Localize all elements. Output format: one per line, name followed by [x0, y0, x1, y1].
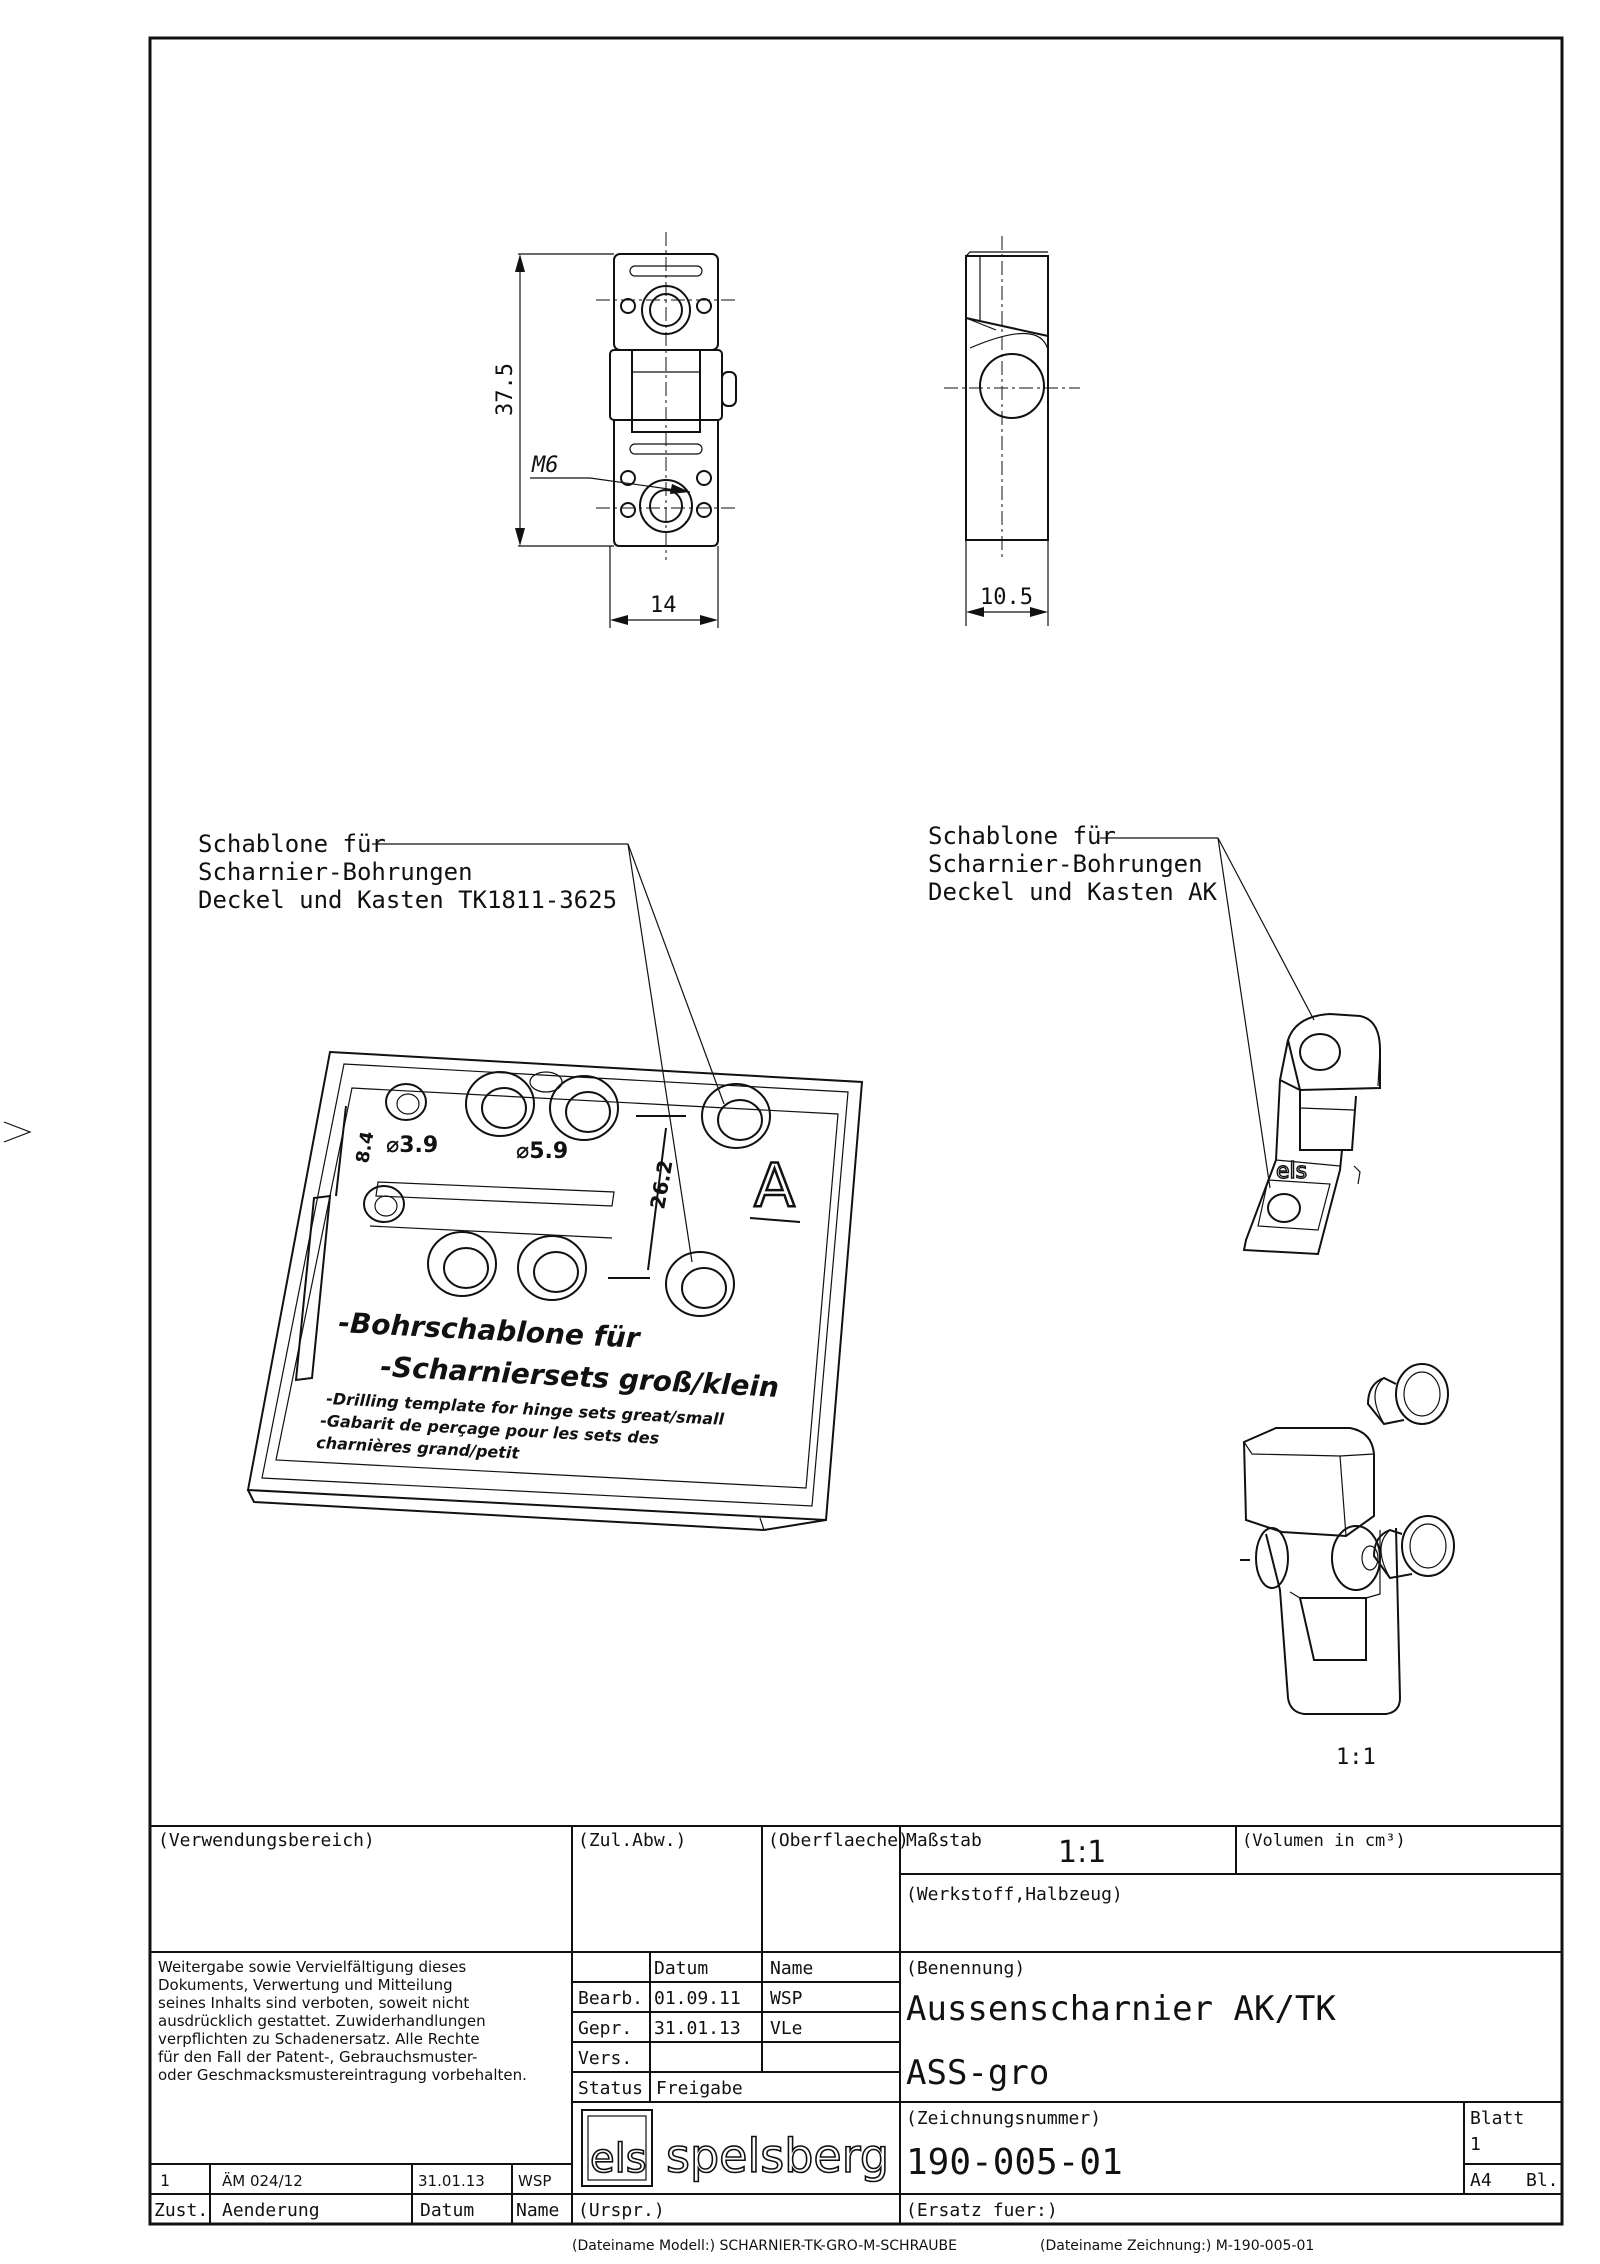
callout-left-line3: Deckel und Kasten TK1811-3625	[198, 886, 617, 914]
tb-rev-change: ÄM 024/12	[222, 2171, 303, 2190]
template-mark-short: 8.4	[352, 1130, 378, 1165]
template-text-line1: -Bohrschablone für	[338, 1306, 643, 1355]
footer-zeichnung: (Dateiname Zeichnung:) M-190-005-01	[1040, 2238, 1314, 2254]
drilling-template-iso: A	[246, 1050, 864, 1532]
template-letter: A	[754, 1151, 795, 1221]
tb-bearb-date: 01.09.11	[654, 1988, 741, 2009]
hinge-front-view	[596, 232, 737, 560]
tb-verwendungsbereich: (Verwendungsbereich)	[158, 1830, 375, 1851]
tb-col-datum: Datum	[654, 1958, 708, 1979]
company-logo-text: els	[590, 2136, 647, 2182]
tb-bearb-name: WSP	[770, 1988, 803, 2009]
tb-oberflaeche: (Oberflaeche)	[768, 1830, 909, 1851]
template-mark-d2: ⌀5.9	[516, 1139, 568, 1164]
callout-right-line2: Scharnier-Bohrungen	[928, 850, 1203, 878]
tb-massstab-label: Maßstab	[906, 1830, 982, 1851]
tb-name: Name	[516, 2200, 559, 2221]
tb-col-name: Name	[770, 1958, 813, 1979]
tb-title-line2: ASS-gro	[906, 2053, 1049, 2093]
dimension-thread-value: M6	[531, 453, 559, 478]
tb-format: A4	[1470, 2170, 1492, 2191]
title-block	[150, 1825, 1562, 2224]
tb-status-value: Freigabe	[656, 2078, 743, 2099]
hinge-side-view	[944, 236, 1080, 560]
dimension-depth-value: 10.5	[980, 585, 1033, 610]
footer-modell: (Dateiname Modell:) SCHARNIER-TK-GRO-M-S…	[572, 2238, 957, 2254]
tb-notice-line2: Dokuments, Verwertung und Mitteilung	[158, 1976, 453, 1994]
dimension-height-value: 37.5	[493, 363, 518, 416]
template-mark-d1: ⌀3.9	[386, 1133, 438, 1158]
dimension-width-value: 14	[650, 593, 677, 618]
tb-gepr-date: 31.01.13	[654, 2018, 741, 2039]
tb-notice-line3: seines Inhalts sind verboten, soweit nic…	[158, 1994, 469, 2012]
callout-right-line3: Deckel und Kasten AK	[928, 878, 1218, 906]
tb-notice-line1: Weitergabe sowie Vervielfältigung dieses	[158, 1958, 466, 1976]
tb-notice-line7: oder Geschmacksmustereintragung vorbehal…	[158, 2066, 527, 2084]
tb-rev-name: WSP	[518, 2172, 551, 2190]
dimension-depth	[965, 540, 1049, 626]
tb-notice-line4: ausdrücklich gestattet. Zuwiderhandlunge…	[158, 2012, 486, 2030]
company-name: spelsberg	[666, 2129, 889, 2183]
tb-vers-label: Vers.	[578, 2048, 632, 2069]
tb-rev-index: 1	[160, 2171, 170, 2190]
tb-benennung-label: (Benennung)	[906, 1958, 1025, 1979]
tb-gepr-label: Gepr.	[578, 2018, 632, 2039]
template-mark-dist: 26.2	[645, 1158, 677, 1211]
dimension-thread-leader	[530, 477, 691, 494]
tb-rev-date: 31.01.13	[418, 2172, 485, 2190]
tb-zul-abw: (Zul.Abw.)	[578, 1830, 686, 1851]
hinge-iso-view	[1240, 1363, 1455, 1715]
tb-blatt-value: 1	[1470, 2134, 1481, 2155]
ak-template-logo-mark: els	[1276, 1159, 1307, 1184]
tb-bl: Bl.	[1526, 2170, 1559, 2191]
tb-notice-line6: für den Fall der Patent-, Gebrauchsmuste…	[158, 2048, 477, 2066]
callout-left-leaders	[372, 843, 725, 1263]
tb-volumen: (Volumen in cm³)	[1242, 1831, 1406, 1851]
callout-right-leaders	[1100, 837, 1315, 1189]
iso-scale-label: 1:1	[1336, 1745, 1376, 1770]
tb-massstab-value: 1:1	[1058, 1835, 1106, 1870]
sheet-border	[148, 36, 1564, 2226]
tb-ersatz: (Ersatz fuer:)	[906, 2200, 1058, 2221]
tb-title-line1: Aussenscharnier AK/TK	[906, 1989, 1336, 2029]
dimension-width	[609, 546, 719, 628]
tb-werkstoff: (Werkstoff,Halbzeug)	[906, 1884, 1123, 1905]
tb-status-label: Status	[578, 2078, 643, 2099]
callout-left-line1: Schablone für	[198, 830, 386, 858]
tb-aenderung: Aenderung	[222, 2200, 320, 2221]
tb-blatt-label: Blatt	[1470, 2108, 1524, 2129]
tb-notice-line5: verpflichten zu Schadenersatz. Alle Rech…	[158, 2030, 480, 2048]
fold-mark	[3, 1121, 32, 1143]
tb-drawing-number: 190-005-01	[906, 2142, 1123, 2183]
tb-datum: Datum	[420, 2200, 474, 2221]
ak-template-iso: els	[1242, 1012, 1381, 1256]
tb-gepr-name: VLe	[770, 2018, 803, 2039]
tb-urspr: (Urspr.)	[578, 2200, 665, 2221]
dimension-height	[515, 253, 614, 547]
tb-bearb-label: Bearb.	[578, 1988, 643, 2009]
tb-zeichnungsnummer-label: (Zeichnungsnummer)	[906, 2108, 1101, 2129]
callout-left-line2: Scharnier-Bohrungen	[198, 858, 473, 886]
tb-zust: Zust.	[154, 2200, 208, 2221]
company-logo	[581, 2109, 653, 2187]
callout-right-line1: Schablone für	[928, 822, 1116, 850]
